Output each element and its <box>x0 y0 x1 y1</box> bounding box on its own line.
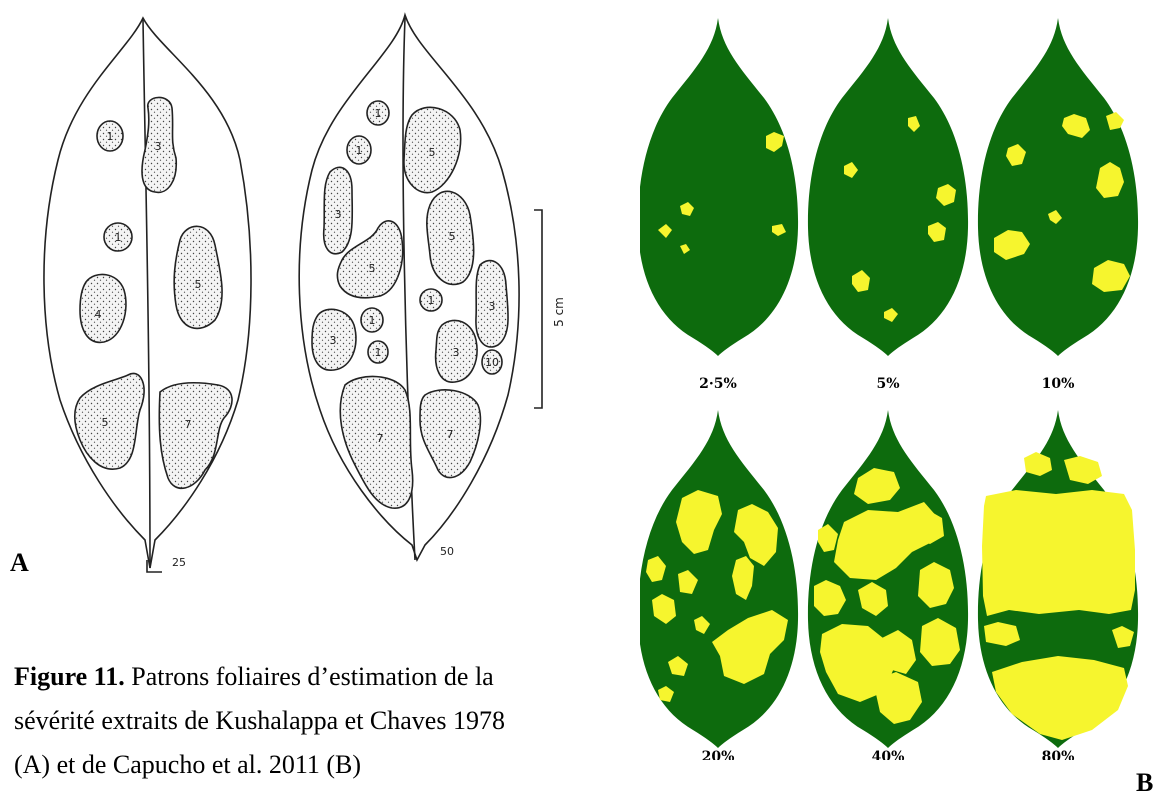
panel-a-letter: A <box>10 548 29 578</box>
leaf-drawing-25: 1 3 1 5 4 5 7 25 <box>44 18 251 572</box>
svg-text:1: 1 <box>375 107 382 120</box>
leaf-drawing-50: 1 5 1 3 5 5 1 3 3 1 3 1 10 7 7 50 <box>299 15 519 560</box>
svg-text:1: 1 <box>375 346 382 359</box>
panel-b-letter: B <box>1136 768 1153 798</box>
leaf-25-spots <box>75 97 232 488</box>
percent-label-2-5: 2·5% <box>699 376 737 392</box>
caption-line-3: (A) et de Capucho et al. 2011 (B) <box>14 743 634 787</box>
leaf-50-label: 50 <box>440 545 454 558</box>
svg-text:3: 3 <box>155 140 162 153</box>
percent-label-20: 20% <box>702 749 735 760</box>
leaf-50-spots <box>312 101 508 508</box>
svg-text:5: 5 <box>195 278 202 291</box>
leaf-2-5-percent <box>640 18 798 356</box>
leaf-40-percent <box>808 410 968 748</box>
svg-text:5: 5 <box>369 262 376 275</box>
panel-b-figure: 2·5% 5% 10% 20% 40% 80% <box>640 0 1162 760</box>
svg-text:1: 1 <box>115 231 122 244</box>
caption-line-2: sévérité extraits de Kushalappa et Chave… <box>14 699 634 743</box>
leaf-10-percent <box>978 18 1138 356</box>
caption-line-1: Figure 11. Patrons foliaires d’estimatio… <box>14 655 634 699</box>
leaf-5-percent <box>808 18 968 356</box>
svg-text:5: 5 <box>429 146 436 159</box>
svg-text:3: 3 <box>453 346 460 359</box>
svg-text:3: 3 <box>335 208 342 221</box>
svg-text:5: 5 <box>449 230 456 243</box>
percent-label-40: 40% <box>872 749 905 760</box>
svg-text:1: 1 <box>369 314 376 327</box>
svg-text:7: 7 <box>185 418 192 431</box>
svg-text:3: 3 <box>489 300 496 313</box>
svg-text:1: 1 <box>428 294 435 307</box>
leaf-25-label: 25 <box>172 556 186 569</box>
svg-text:3: 3 <box>330 334 337 347</box>
svg-text:4: 4 <box>95 308 102 321</box>
svg-text:7: 7 <box>377 432 384 445</box>
percent-label-80: 80% <box>1042 749 1075 760</box>
percent-label-5: 5% <box>876 376 899 392</box>
svg-text:5: 5 <box>102 416 109 429</box>
figure-caption: Figure 11. Patrons foliaires d’estimatio… <box>14 655 634 787</box>
svg-text:10: 10 <box>485 356 499 369</box>
leaf-20-percent <box>640 410 798 748</box>
percent-label-10: 10% <box>1042 376 1075 392</box>
leaf-80-percent <box>978 410 1138 748</box>
scale-bar: 5 cm <box>534 210 566 408</box>
caption-text-1: Patrons foliaires d’estimation de la <box>125 662 494 691</box>
figure-label: Figure 11. <box>14 662 125 691</box>
scale-bar-label: 5 cm <box>552 297 566 327</box>
panel-a-figure: 1 3 1 5 4 5 7 25 <box>0 0 640 600</box>
svg-text:7: 7 <box>447 428 454 441</box>
svg-text:1: 1 <box>107 130 114 143</box>
svg-text:1: 1 <box>356 144 363 157</box>
